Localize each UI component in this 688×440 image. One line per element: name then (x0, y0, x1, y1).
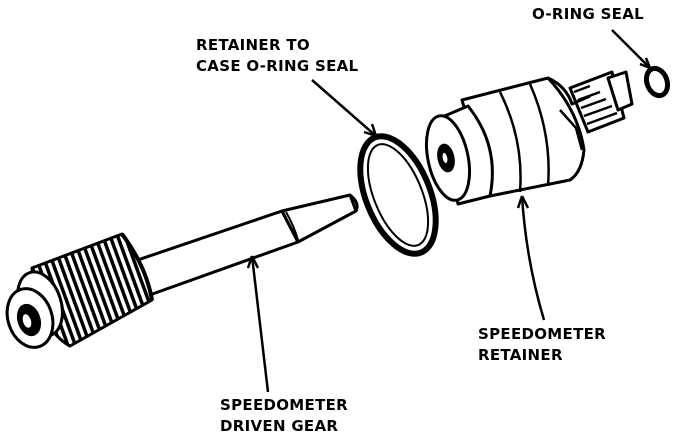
label-speedometer-retainer: SPEEDOMETER RETAINER (478, 325, 606, 364)
speedometer-retainer-leader (520, 195, 546, 321)
small-oring-seal (643, 65, 671, 99)
driven-gear (5, 193, 359, 349)
leader-lines (246, 29, 652, 393)
retainer-to-case-oring (357, 133, 439, 257)
retainer-to-case-leader (311, 79, 377, 137)
label-oring-seal: O-RING SEAL (532, 5, 644, 23)
driven-gear-leader (250, 255, 270, 393)
label-speedometer-driven-gear: SPEEDOMETER DRIVEN GEAR (220, 396, 348, 435)
speedometer-retainer (424, 70, 634, 206)
label-retainer-to-case-oring-seal: RETAINER TO CASE O-RING SEAL (196, 36, 359, 75)
oring-seal-leader (611, 29, 651, 69)
